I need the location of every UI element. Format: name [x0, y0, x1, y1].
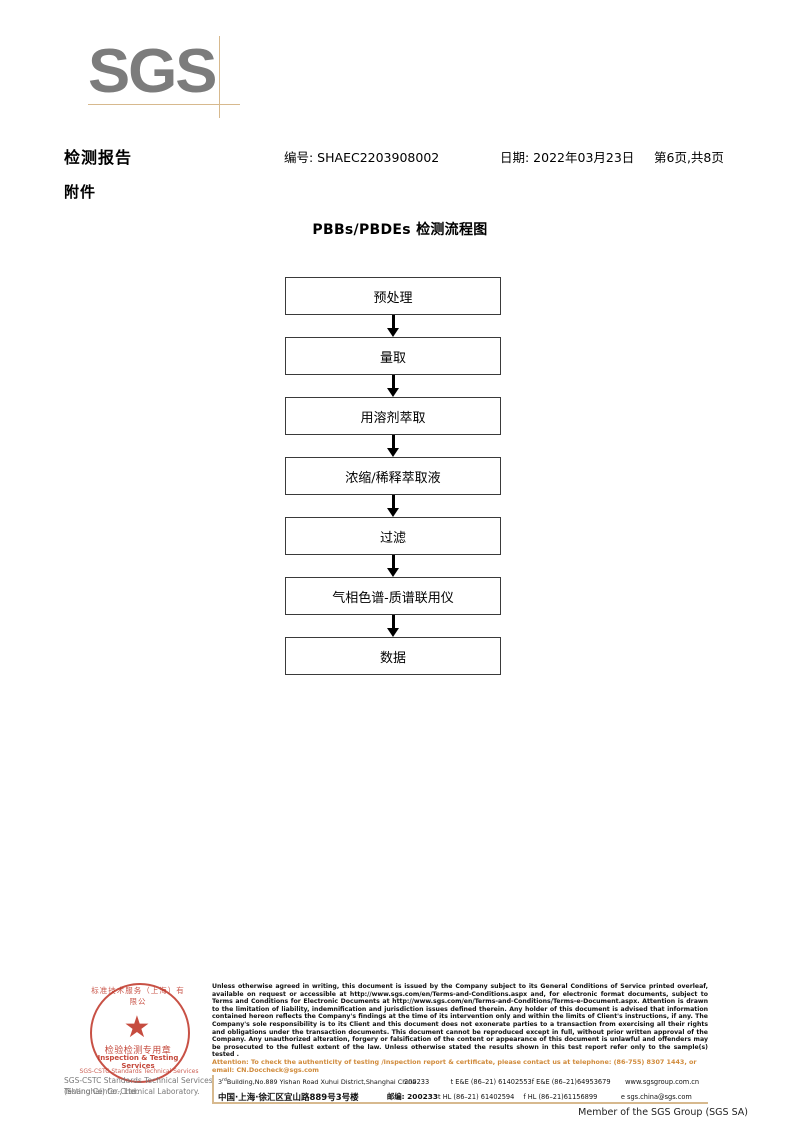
website[interactable]: www.sgsgroup.com.cn [625, 1078, 700, 1086]
seal-arc-bottom-text: SGS-CSTC Standards Technical Services [79, 1068, 199, 1075]
address-row-en: 3rdBuilding,No.889 Yishan Road Xuhui Dis… [214, 1075, 708, 1089]
sgs-logo-text: SGS [88, 37, 217, 106]
address-ordinal-number: 3 [218, 1078, 223, 1087]
logo-vertical-rule [219, 36, 220, 118]
report-date: 日期: 2022年03月23日 [500, 150, 635, 165]
tel-hl-1: t HL (86–21) 61402594 [438, 1092, 515, 1101]
address-english: 3rdBuilding,No.889 Yishan Road Xuhui Dis… [218, 1077, 416, 1087]
email-address[interactable]: e sgs.china@sgs.com [620, 1092, 692, 1101]
flowchart: 预处理 量取 用溶剂萃取 浓缩/稀释萃取液 过滤 气相色谱-质谱联用仪 数据 [285, 277, 503, 675]
attention-notice: Attention: To check the authenticity of … [212, 1058, 697, 1074]
flow-step-2: 量取 [285, 337, 501, 375]
document-footer: 标准技术服务（上海）有限公 ★ 检验检测专用章 Inspection & Tes… [0, 975, 800, 1131]
zip-english: 200233 [404, 1078, 430, 1086]
tel-ee-1: t E&E (86–21) 61402553 [450, 1078, 532, 1086]
fax-ee-2: f E&E (86–21)64953679 [531, 1078, 611, 1086]
laboratory-name-line1: SGS-CSTC Standards Technical Services (S… [64, 1076, 213, 1096]
flow-step-4: 浓缩/稀释萃取液 [285, 457, 501, 495]
flow-step-6: 气相色谱-质谱联用仪 [285, 577, 501, 615]
flow-arrow-3 [285, 435, 501, 457]
laboratory-name-line2: Testing Center-Chemical Laboratory. [64, 1087, 200, 1096]
zip-chinese: 邮编: 200233 [386, 1092, 439, 1101]
page-indicator: 第6页,共8页 [654, 150, 724, 165]
address-chinese: 中国·上海·徐汇区宜山路889号3号楼 [218, 1092, 359, 1103]
flow-arrow-6 [285, 615, 501, 637]
logo-horizontal-rule [88, 104, 240, 105]
seal-center-chinese-text: 检验检测专用章 [104, 1046, 172, 1056]
seal-ring [90, 983, 190, 1083]
legal-terms-text: Unless otherwise agreed in writing, this… [212, 983, 708, 1059]
member-of-sgs-group: Member of the SGS Group (SGS SA) [578, 1107, 748, 1118]
flow-arrow-2 [285, 375, 501, 397]
flow-step-3: 用溶剂萃取 [285, 397, 501, 435]
company-seal: 标准技术服务（上海）有限公 ★ 检验检测专用章 Inspection & Tes… [64, 975, 216, 1105]
flow-step-5: 过滤 [285, 517, 501, 555]
sgs-logo: SGS [88, 34, 258, 124]
attachment-label: 附件 [64, 183, 97, 201]
address-ordinal-suffix: rd [222, 1077, 227, 1083]
seal-arc-top-text: 标准技术服务（上海）有限公 [91, 986, 185, 1006]
fax-hl-2: f HL (86–21)61156899 [523, 1092, 598, 1101]
seal-center-english-text: Inspection & Testing Services [97, 1054, 179, 1070]
page-title: 检测报告 [64, 148, 133, 167]
flow-arrow-1 [285, 315, 501, 337]
flow-step-1: 预处理 [285, 277, 501, 315]
seal-star-icon: ★ [123, 1011, 151, 1044]
address-block: 3rdBuilding,No.889 Yishan Road Xuhui Dis… [212, 1075, 708, 1104]
address-english-text: Building,No.889 Yishan Road Xuhui Distri… [226, 1078, 416, 1087]
address-row-cn: 中国·上海·徐汇区宜山路889号3号楼 邮编: 200233 t HL (86–… [214, 1089, 708, 1104]
report-number: 编号: SHAEC2203908002 [284, 150, 440, 165]
flowchart-title: PBBs/PBDEs 检测流程图 [312, 222, 488, 238]
flow-arrow-4 [285, 495, 501, 517]
flow-step-7: 数据 [285, 637, 501, 675]
flow-arrow-5 [285, 555, 501, 577]
